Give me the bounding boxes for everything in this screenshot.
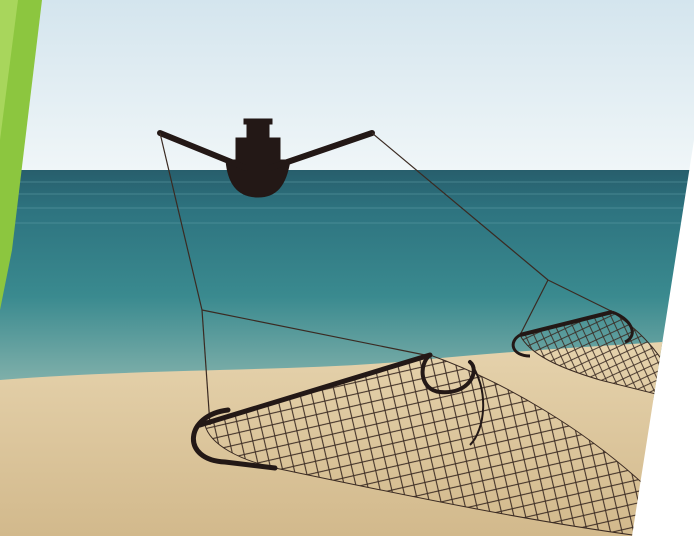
- sky: [0, 0, 694, 172]
